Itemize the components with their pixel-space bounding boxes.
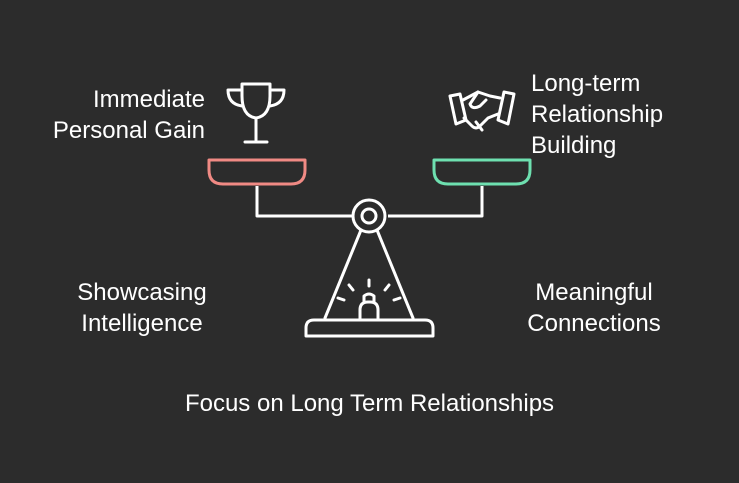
left-bottom-label-line-1: Showcasing	[77, 279, 207, 306]
left-bottom-label-line-2: Intelligence	[81, 310, 203, 337]
right-bottom-label-line-1: Meaningful	[535, 279, 653, 306]
scale-stand	[323, 228, 415, 320]
right-bottom-label-line-2: Connections	[527, 310, 661, 337]
left-top-label-line-2: Personal Gain	[52, 117, 205, 144]
trophy-icon	[226, 82, 286, 144]
left-top-label-line-1: Immediate	[92, 86, 205, 113]
idea-bulb-icon	[336, 278, 402, 322]
right-pan	[432, 158, 532, 186]
handshake-icon	[448, 90, 516, 132]
left-top-label: Immediate Personal Gain	[53, 84, 205, 146]
right-top-label: Long-term Relationship Building	[531, 68, 663, 161]
scale-beam	[255, 186, 484, 218]
diagram-caption: Focus on Long Term Relationships	[184, 390, 555, 417]
pivot-outer	[351, 198, 387, 234]
scale-base	[304, 318, 435, 338]
left-bottom-label: Showcasing Intelligence	[60, 277, 224, 339]
pivot-inner	[360, 207, 378, 225]
right-top-label-line-2: Relationship	[531, 101, 664, 128]
right-top-label-line-3: Building	[531, 132, 617, 159]
right-top-label-line-1: Long-term	[531, 70, 641, 97]
right-bottom-label: Meaningful Connections	[510, 277, 678, 339]
left-pan	[207, 158, 307, 186]
